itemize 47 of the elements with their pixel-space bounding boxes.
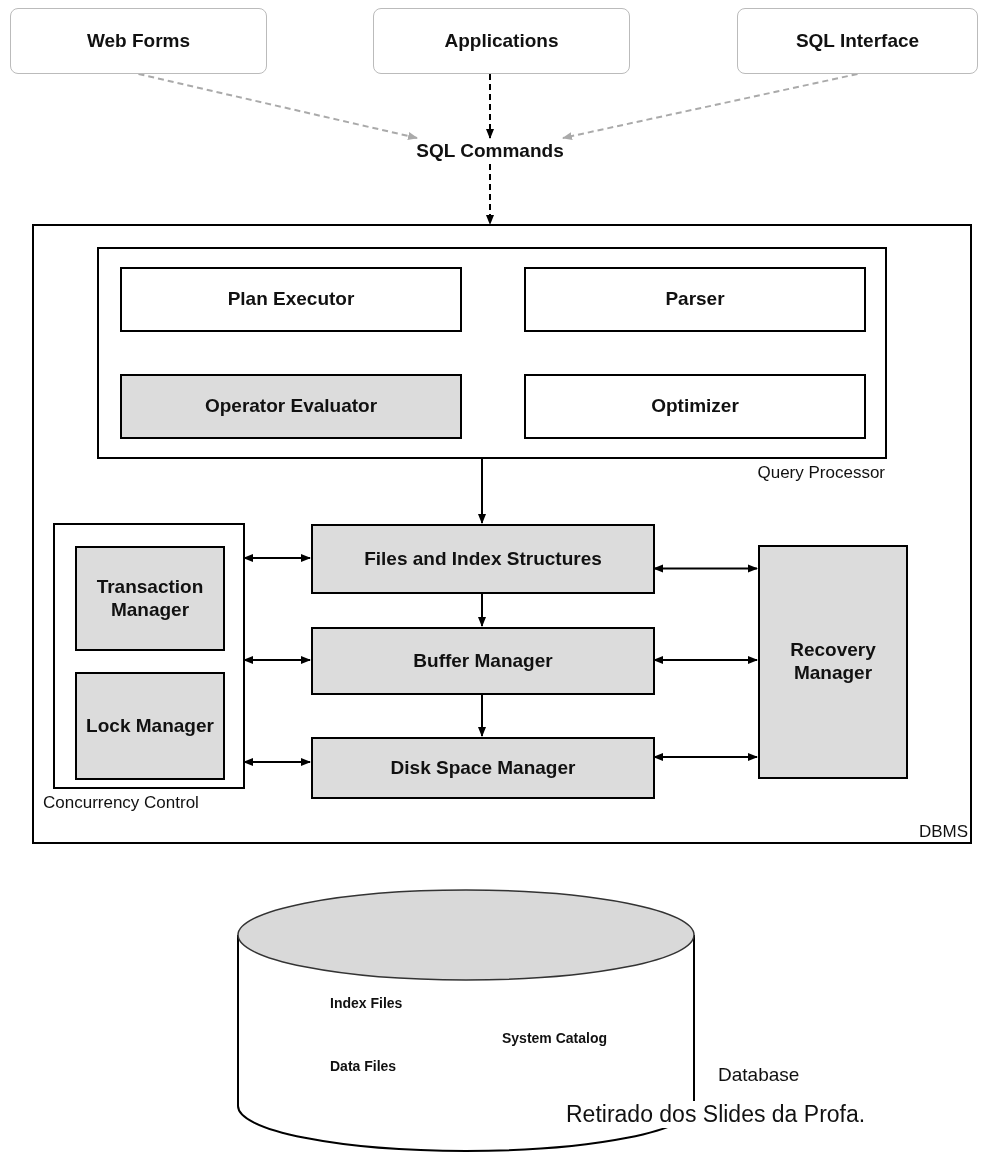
file-label: Index Files (330, 995, 403, 1012)
box-label: Transaction Manager (95, 575, 205, 622)
box-label: Optimizer (650, 395, 740, 418)
process-box (524, 267, 866, 332)
process-box (311, 627, 655, 695)
box-label: Parser (664, 288, 726, 311)
box-label: Operator Evaluator (203, 395, 379, 418)
dashed-arrow (562, 73, 859, 140)
box-label: Lock Manager (85, 714, 215, 738)
database-cylinder (236, 888, 696, 1153)
arrow (478, 592, 486, 627)
box-label: Disk Space Manager (389, 756, 577, 780)
arrow (478, 457, 486, 524)
arrow (243, 656, 311, 664)
process-box (75, 672, 225, 780)
database-caption: Database (718, 1064, 800, 1086)
source-box (737, 8, 978, 74)
process-box (758, 545, 908, 779)
box-label: Applications (443, 29, 560, 53)
process-box (75, 546, 225, 651)
source-box (10, 8, 267, 74)
group-label: Concurrency Control (43, 793, 199, 813)
arrow (243, 554, 311, 562)
file-label: System Catalog (502, 1030, 608, 1047)
arrow (243, 758, 311, 766)
arrow (478, 693, 486, 737)
process-box (120, 267, 462, 332)
component-group-box (32, 224, 972, 844)
dashed-arrow (137, 73, 418, 140)
source-box (373, 8, 630, 74)
process-box (120, 374, 462, 439)
source-note: Retirado dos Slides da Profa. (566, 1101, 866, 1128)
dashed-arrow (486, 163, 494, 225)
process-box (311, 524, 655, 594)
box-label: Files and Index Structures (363, 547, 603, 571)
dashed-arrow (486, 73, 494, 139)
box-label: SQL Commands (415, 139, 565, 163)
box-label: Recovery Manager (789, 639, 877, 685)
box-label: Buffer Manager (412, 649, 554, 673)
process-box (524, 374, 866, 439)
group-label: DBMS (918, 822, 968, 842)
group-label: Query Processor (757, 463, 885, 483)
file-label: Data Files (330, 1058, 397, 1075)
box-label: SQL Interface (794, 29, 921, 53)
box-label: Web Forms (85, 29, 192, 53)
process-box (311, 737, 655, 799)
box-label: Plan Executor (226, 288, 356, 311)
